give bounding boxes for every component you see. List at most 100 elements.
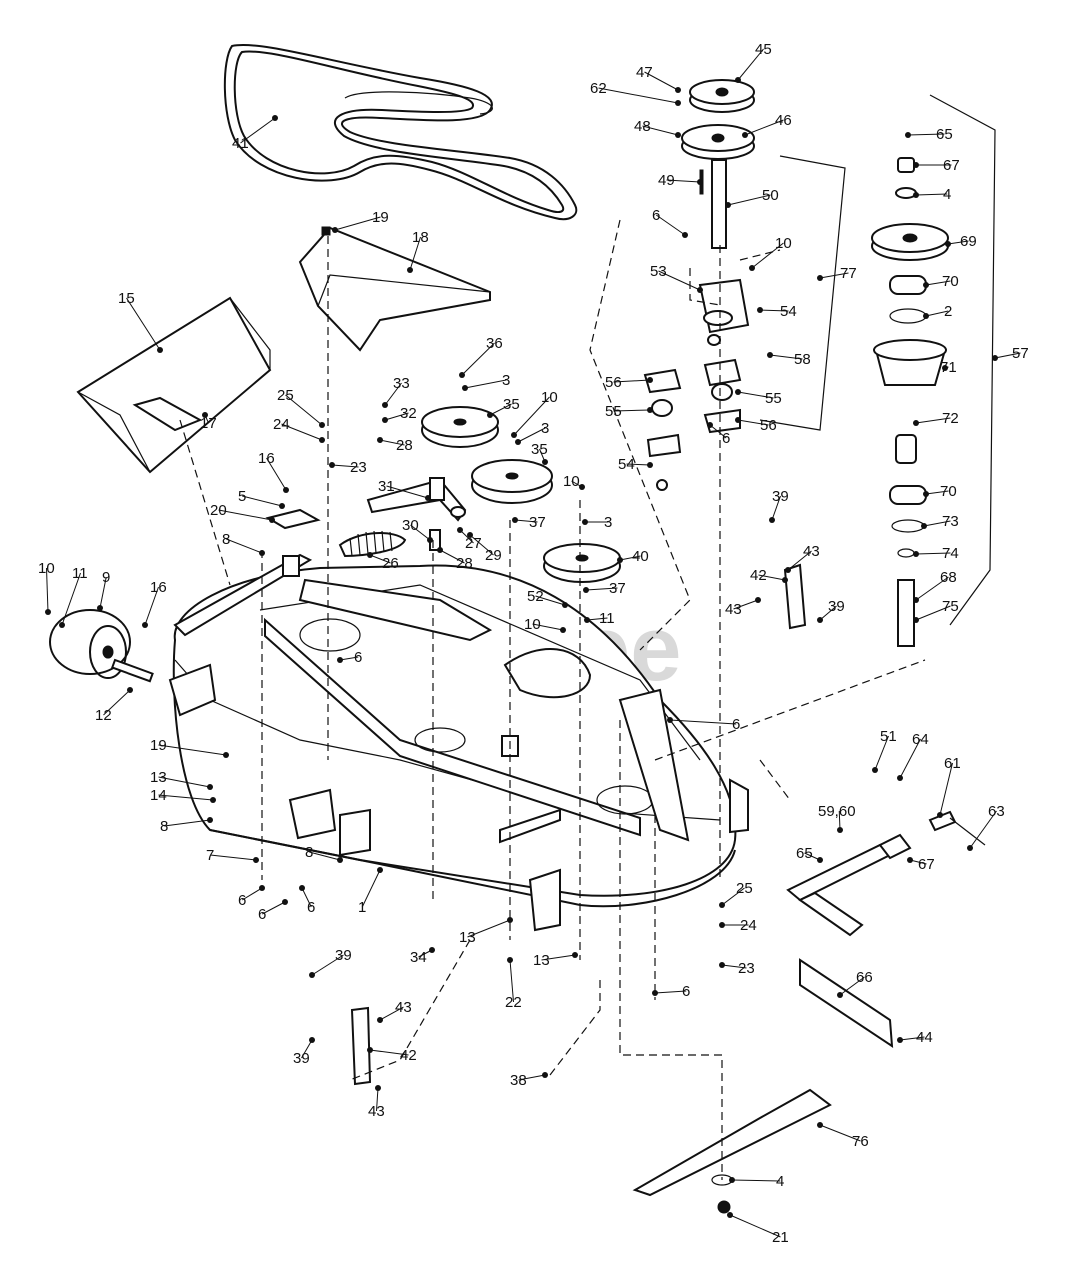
part-callout[interactable]: 8 <box>160 818 168 835</box>
part-callout[interactable]: 64 <box>912 731 929 748</box>
part-callout[interactable]: 19 <box>372 209 389 226</box>
part-callout[interactable]: 56 <box>605 374 622 391</box>
part-callout[interactable]: 63 <box>988 803 1005 820</box>
part-callout[interactable]: 24 <box>273 416 290 433</box>
part-callout[interactable]: 46 <box>775 112 792 129</box>
part-callout[interactable]: 11 <box>599 610 615 627</box>
part-callout[interactable]: 73 <box>942 513 959 530</box>
part-callout[interactable]: 55 <box>765 390 782 407</box>
part-callout[interactable]: 10 <box>38 560 55 577</box>
part-callout[interactable]: 11 <box>72 565 88 582</box>
part-callout[interactable]: 19 <box>150 737 167 754</box>
part-callout[interactable]: 52 <box>527 588 544 605</box>
part-callout[interactable]: 74 <box>942 545 959 562</box>
part-callout[interactable]: 58 <box>794 351 811 368</box>
part-callout[interactable]: 4 <box>943 186 951 203</box>
part-callout[interactable]: 8 <box>222 531 230 548</box>
part-callout[interactable]: 40 <box>632 548 649 565</box>
part-callout[interactable]: 13 <box>150 769 167 786</box>
part-callout[interactable]: 6 <box>258 906 266 923</box>
part-callout[interactable]: 2 <box>944 303 952 320</box>
part-callout[interactable]: 6 <box>732 716 740 733</box>
part-callout[interactable]: 28 <box>456 555 473 572</box>
part-callout[interactable]: 56 <box>760 417 777 434</box>
part-callout[interactable]: 43 <box>725 601 742 618</box>
part-callout[interactable]: 18 <box>412 229 429 246</box>
part-callout[interactable]: 12 <box>95 707 112 724</box>
part-callout[interactable]: 14 <box>150 787 167 804</box>
part-callout[interactable]: 43 <box>803 543 820 560</box>
part-callout[interactable]: 6 <box>307 899 315 916</box>
part-callout[interactable]: 72 <box>942 410 959 427</box>
part-callout[interactable]: 20 <box>210 502 227 519</box>
part-callout[interactable]: 38 <box>510 1072 527 1089</box>
part-callout[interactable]: 39 <box>293 1050 310 1067</box>
part-callout[interactable]: 35 <box>531 441 548 458</box>
part-callout[interactable]: 17 <box>200 415 217 432</box>
part-callout[interactable]: 42 <box>400 1047 417 1064</box>
part-callout[interactable]: 3 <box>502 372 510 389</box>
part-callout[interactable]: 4 <box>776 1173 784 1190</box>
part-callout[interactable]: 7 <box>206 847 214 864</box>
part-callout[interactable]: 27 <box>465 535 482 552</box>
part-callout[interactable]: 35 <box>503 396 520 413</box>
part-callout[interactable]: 37 <box>529 514 546 531</box>
part-callout[interactable]: 57 <box>1012 345 1029 362</box>
part-callout[interactable]: 10 <box>524 616 541 633</box>
part-callout[interactable]: 67 <box>943 157 960 174</box>
part-callout[interactable]: 37 <box>609 580 626 597</box>
part-callout[interactable]: 44 <box>916 1029 933 1046</box>
part-callout[interactable]: 39 <box>772 488 789 505</box>
part-callout[interactable]: 32 <box>400 405 417 422</box>
part-callout[interactable]: 3 <box>541 420 549 437</box>
part-callout[interactable]: 49 <box>658 172 675 189</box>
part-callout[interactable]: 70 <box>940 483 957 500</box>
part-callout[interactable]: 68 <box>940 569 957 586</box>
part-callout[interactable]: 59,60 <box>818 803 856 820</box>
part-callout[interactable]: 34 <box>410 949 427 966</box>
part-callout[interactable]: 54 <box>618 456 635 473</box>
part-callout[interactable]: 28 <box>396 437 413 454</box>
part-callout[interactable]: 3 <box>604 514 612 531</box>
part-callout[interactable]: 47 <box>636 64 653 81</box>
part-callout[interactable]: 71 <box>940 359 957 376</box>
part-callout[interactable]: 5 <box>238 488 246 505</box>
part-callout[interactable]: 31 <box>378 478 395 495</box>
part-callout[interactable]: 43 <box>395 999 412 1016</box>
part-callout[interactable]: 45 <box>755 41 772 58</box>
part-callout[interactable]: 13 <box>459 929 476 946</box>
part-callout[interactable]: 51 <box>880 728 897 745</box>
part-callout[interactable]: 13 <box>533 952 550 969</box>
part-callout[interactable]: 42 <box>750 567 767 584</box>
part-callout[interactable]: 66 <box>856 969 873 986</box>
part-callout[interactable]: 6 <box>238 892 246 909</box>
part-callout[interactable]: 75 <box>942 598 959 615</box>
part-callout[interactable]: 10 <box>563 473 580 490</box>
part-callout[interactable]: 10 <box>775 235 792 252</box>
part-callout[interactable]: 69 <box>960 233 977 250</box>
part-callout[interactable]: 55 <box>605 403 622 420</box>
part-callout[interactable]: 43 <box>368 1103 385 1120</box>
part-callout[interactable]: 29 <box>485 547 502 564</box>
part-callout[interactable]: 23 <box>350 459 367 476</box>
part-callout[interactable]: 77 <box>840 265 857 282</box>
part-callout[interactable]: 41 <box>232 135 249 152</box>
part-callout[interactable]: 24 <box>740 917 757 934</box>
part-callout[interactable]: 76 <box>852 1133 869 1150</box>
part-callout[interactable]: 33 <box>393 375 410 392</box>
part-callout[interactable]: 8 <box>305 844 313 861</box>
part-callout[interactable]: 25 <box>736 880 753 897</box>
part-callout[interactable]: 54 <box>780 303 797 320</box>
part-callout[interactable]: 6 <box>652 207 660 224</box>
part-callout[interactable]: 65 <box>796 845 813 862</box>
part-callout[interactable]: 23 <box>738 960 755 977</box>
part-callout[interactable]: 6 <box>682 983 690 1000</box>
part-callout[interactable]: 22 <box>505 994 522 1011</box>
part-callout[interactable]: 67 <box>918 856 935 873</box>
part-callout[interactable]: 16 <box>150 579 167 596</box>
part-callout[interactable]: 9 <box>102 569 110 586</box>
part-callout[interactable]: 6 <box>354 649 362 666</box>
part-callout[interactable]: 65 <box>936 126 953 143</box>
part-callout[interactable]: 25 <box>277 387 294 404</box>
part-callout[interactable]: 48 <box>634 118 651 135</box>
